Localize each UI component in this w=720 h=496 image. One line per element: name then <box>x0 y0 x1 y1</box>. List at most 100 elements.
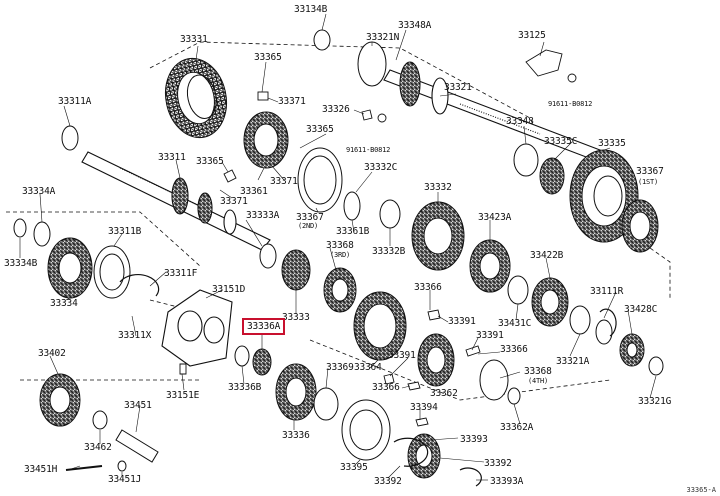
label-2nd: (2ND) <box>298 222 319 230</box>
gear-33402 <box>39 373 81 427</box>
snap-rings <box>119 273 617 487</box>
label-33326: 33326 <box>322 104 350 115</box>
label-33371-a: 33371 <box>278 96 306 107</box>
label-33111r: 33111R <box>590 286 624 297</box>
gear-33423a <box>469 239 511 293</box>
label-33125: 33125 <box>518 30 546 41</box>
label-33462: 33462 <box>84 442 112 453</box>
label-33321: 33321 <box>444 82 472 93</box>
label-33423a: 33423A <box>478 212 512 223</box>
gear-33422b <box>531 277 569 327</box>
label-33391-b: 33391 <box>476 330 504 341</box>
label-33333: 33333 <box>282 312 310 323</box>
hub-33364 <box>353 291 407 361</box>
label-33321n: 33321N <box>366 32 400 43</box>
label-33365-a: 33365 <box>254 52 282 63</box>
label-33392-b: 33392 <box>374 476 402 487</box>
gear-33361 <box>243 111 289 169</box>
label-33348a: 33348A <box>398 20 432 31</box>
gear-33334 <box>47 237 93 299</box>
label-1st: (1ST) <box>638 178 659 186</box>
sleeve-33395 <box>341 399 391 461</box>
small-fasteners <box>179 49 577 427</box>
label-33361: 33361 <box>240 186 268 197</box>
label-33334: 33334 <box>50 298 78 309</box>
label-33368-a: 33368 <box>326 240 354 251</box>
label-33332c: 33332C <box>364 162 398 173</box>
label-33431c: 33431C <box>498 318 532 329</box>
label-33311b: 33311B <box>108 226 142 237</box>
label-33333a: 33333A <box>246 210 280 221</box>
label-33311x: 33311X <box>118 330 152 341</box>
label-33335c: 33335C <box>544 136 578 147</box>
label-33428c: 33428C <box>624 304 658 315</box>
label-33151d: 33151D <box>212 284 246 295</box>
label-33391-c: 33391 <box>388 350 416 361</box>
label-33332b: 33332B <box>372 246 406 257</box>
label-33371-b: 33371 <box>270 176 298 187</box>
label-33311f: 33311F <box>164 268 198 279</box>
label-33321a: 33321A <box>556 356 590 367</box>
label-33365-c: 33365 <box>196 156 224 167</box>
gear-33368 <box>323 267 357 313</box>
gear-33311b <box>93 245 131 299</box>
gear-33428c <box>619 333 645 367</box>
label-33364: 33364 <box>354 362 382 373</box>
label-33348: 33348 <box>506 116 534 127</box>
label-33371-c: 33371 <box>220 196 248 207</box>
label-33311: 33311 <box>158 152 186 163</box>
label-33334a: 33334A <box>22 186 56 197</box>
gear-33332 <box>411 201 465 271</box>
label-33367-a: 33367 <box>636 166 664 177</box>
label-33369: 33369 <box>326 362 354 373</box>
label-33361b: 33361B <box>336 226 370 237</box>
label-33422b: 33422B <box>530 250 564 261</box>
gear-33331 <box>164 57 228 139</box>
label-33321g: 33321G <box>638 396 672 407</box>
label-33331: 33331 <box>180 34 208 45</box>
gear-33362 <box>417 333 455 387</box>
label-33451j: 33451J <box>108 474 142 485</box>
label-33336b: 33336B <box>228 382 262 393</box>
label-33451h: 33451H <box>24 464 58 475</box>
dashed-boundary <box>6 41 671 401</box>
label-33451: 33451 <box>124 400 152 411</box>
label-33336a-highlighted[interactable]: 33336A <box>242 318 286 335</box>
label-33366-c: 33366 <box>372 382 400 393</box>
label-91611-a: 91611-B0812 <box>548 100 593 108</box>
label-33368-b: 33368 <box>524 366 552 377</box>
label-33362a: 33362A <box>500 422 534 433</box>
gear-33335 <box>569 149 639 243</box>
label-33332: 33332 <box>424 182 452 193</box>
label-33367-b: 33367 <box>296 212 324 223</box>
label-33362: 33362 <box>430 388 458 399</box>
synchro-ring-33367 <box>297 147 343 213</box>
label-33366-a: 33366 <box>414 282 442 293</box>
bearing-retainer-plate <box>161 289 233 367</box>
label-33393-a: 33393 <box>460 434 488 445</box>
label-3rd: (3RD) <box>330 251 351 259</box>
gear-33392 <box>407 433 441 479</box>
label-33393a: 33393A <box>490 476 524 487</box>
label-33394: 33394 <box>410 402 438 413</box>
label-33311a: 33311A <box>58 96 92 107</box>
label-91611-b: 91611-B0812 <box>346 146 391 154</box>
leader-lines <box>19 13 657 481</box>
input-shaft <box>81 151 271 251</box>
label-33365-b: 33365 <box>306 124 334 135</box>
label-33336: 33336 <box>282 430 310 441</box>
label-33395: 33395 <box>340 462 368 473</box>
bearings <box>13 29 664 472</box>
gear-33336 <box>275 363 317 421</box>
label-33402: 33402 <box>38 348 66 359</box>
label-33392-a: 33392 <box>484 458 512 469</box>
label-33134b: 33134B <box>294 4 328 15</box>
figure-code: 33365-A <box>686 486 716 494</box>
label-4th: (4TH) <box>528 377 549 385</box>
label-33391-a: 33391 <box>448 316 476 327</box>
gear-33367-1st <box>621 199 659 253</box>
shift-shaft-33451 <box>65 429 159 471</box>
label-33335: 33335 <box>598 138 626 149</box>
